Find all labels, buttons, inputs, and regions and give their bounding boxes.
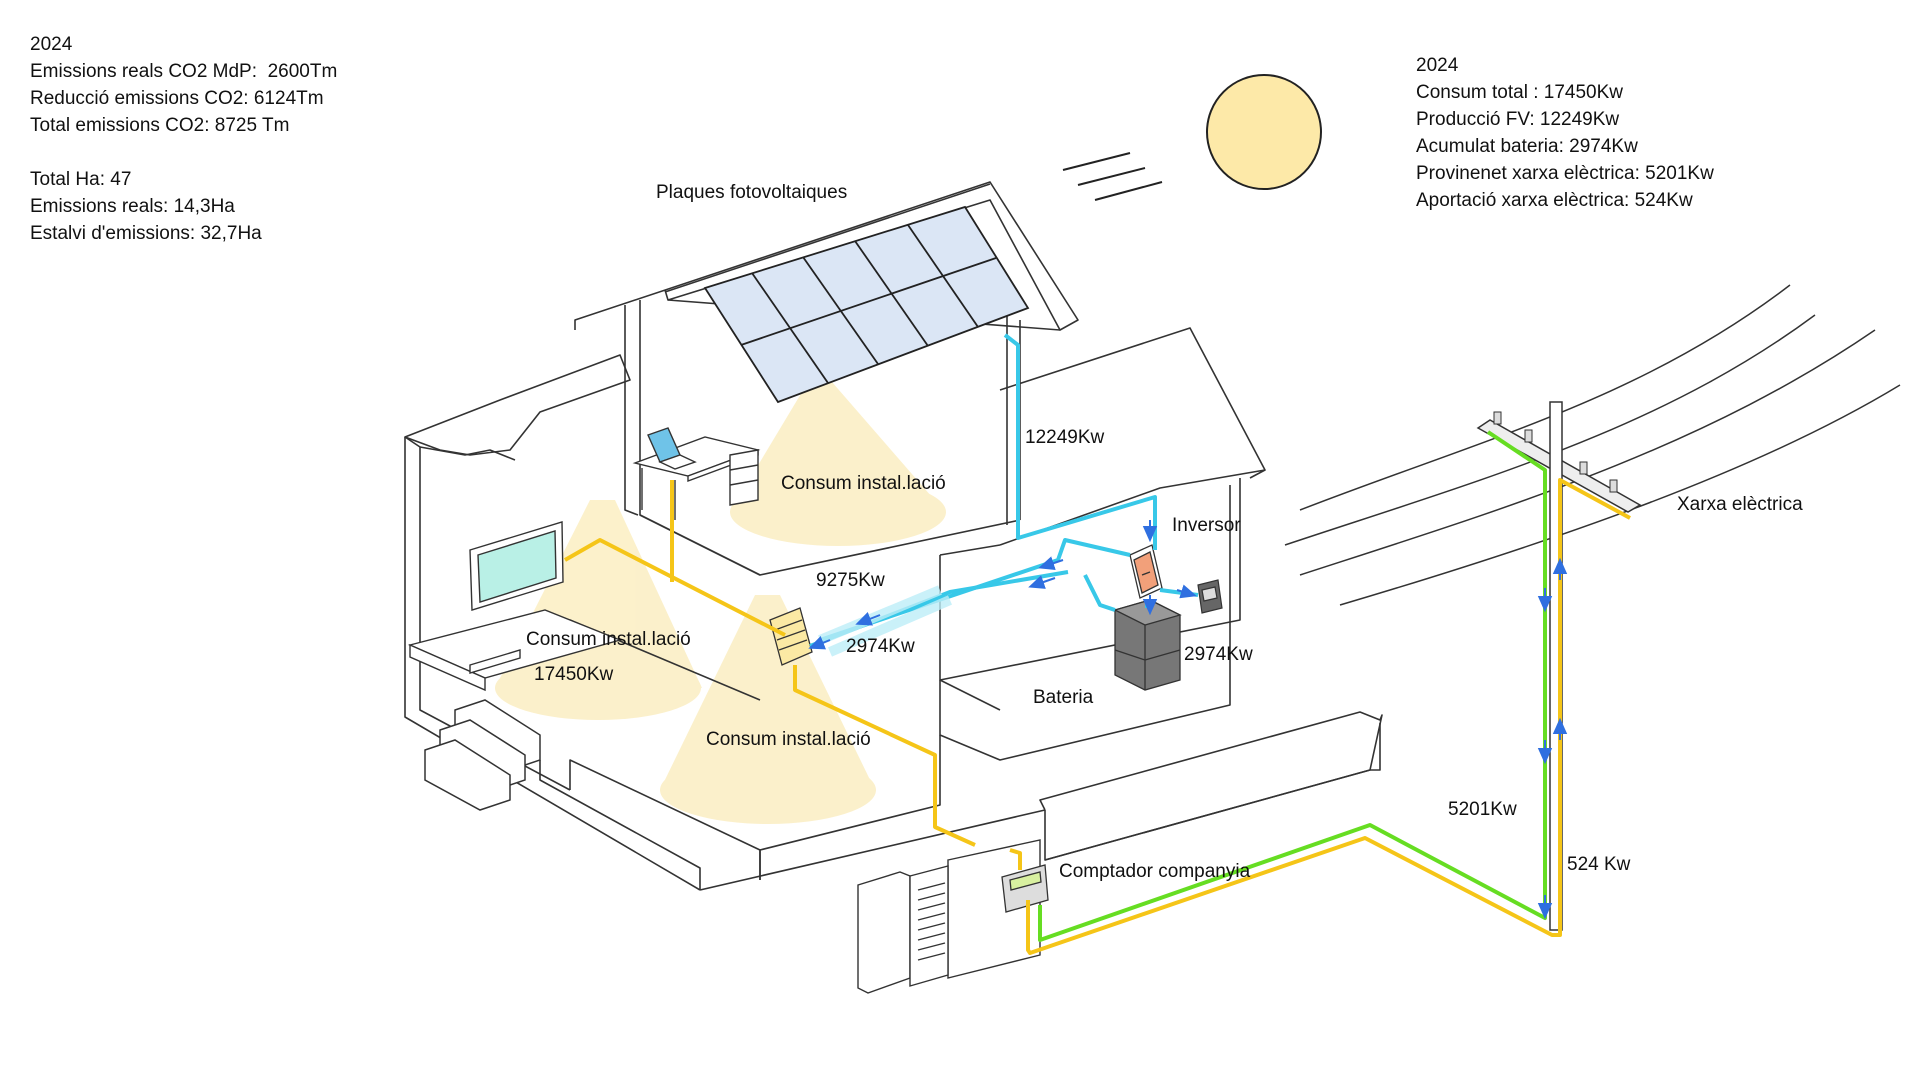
label-battery-to-panel: 2974Kw xyxy=(846,636,915,657)
label-consumption-top: Consum instal.lació xyxy=(781,473,946,494)
label-grid: Xarxa elèctrica xyxy=(1677,494,1803,515)
label-battery-value: 2974Kw xyxy=(1184,644,1253,665)
monitor-meter-icon xyxy=(1197,579,1223,614)
energy-total-consumption: Consum total : 17450Kw xyxy=(1416,82,1624,103)
desk-with-laptop xyxy=(632,427,761,520)
energy-battery: Acumulat bateria: 2974Kw xyxy=(1416,136,1638,157)
label-grid-out-flow: 524 Kw xyxy=(1567,854,1631,875)
label-consumption-left: Consum instal.lació xyxy=(526,629,691,650)
label-meter: Comptador companyia xyxy=(1059,861,1251,882)
tv-icon xyxy=(407,521,623,692)
energy-year: 2024 xyxy=(1416,55,1459,76)
label-panels: Plaques fotovoltaiques xyxy=(656,182,847,203)
energy-grid-in: Provinenet xarxa elèctrica: 5201Kw xyxy=(1416,163,1714,184)
label-inverter-to-panel: 9275Kw xyxy=(816,570,885,591)
emissions-summary: 2024 Emissions reals CO2 MdP: 2600Tm Red… xyxy=(30,31,337,247)
label-pv-flow: 12249Kw xyxy=(1025,427,1105,448)
label-inverter: Inversor xyxy=(1172,515,1241,536)
inverter-icon xyxy=(1129,544,1163,599)
sun-icon xyxy=(1062,74,1322,201)
flow-arrows xyxy=(808,520,1568,920)
power-lines xyxy=(1284,284,1901,606)
emissions-year: 2024 xyxy=(30,34,73,55)
label-battery: Bateria xyxy=(1033,687,1094,708)
emissions-reduction: Reducció emissions CO2: 6124Tm xyxy=(30,88,324,109)
hectares-total: Total Ha: 47 xyxy=(30,169,132,190)
distribution-panel-icon xyxy=(769,607,813,666)
load-lines xyxy=(564,478,1631,955)
house-outline xyxy=(404,181,1383,891)
solar-panel-array xyxy=(703,205,1030,404)
label-grid-in-flow: 5201Kw xyxy=(1448,799,1517,820)
company-meter-icon xyxy=(1001,864,1049,913)
energy-grid-out: Aportació xarxa elèctrica: 524Kw xyxy=(1416,190,1693,211)
label-consumption-total: 17450Kw xyxy=(534,664,614,685)
battery-icon xyxy=(1113,599,1182,691)
emissions-real: Emissions reals CO2 MdP: 2600Tm xyxy=(30,61,338,82)
energy-pv-production: Producció FV: 12249Kw xyxy=(1416,109,1620,130)
grid-lines xyxy=(1038,430,1547,942)
hectares-savings: Estalvi d'emissions: 32,7Ha xyxy=(30,223,262,244)
emissions-total: Total emissions CO2: 8725 Tm xyxy=(30,115,290,136)
label-consumption-mid: Consum instal.lació xyxy=(706,729,871,750)
utility-cabinet xyxy=(857,839,1041,994)
spacer xyxy=(30,139,337,166)
energy-summary: 2024 Consum total : 17450Kw Producció FV… xyxy=(1416,52,1714,214)
stairs xyxy=(424,699,541,811)
hectares-real: Emissions reals: 14,3Ha xyxy=(30,196,235,217)
